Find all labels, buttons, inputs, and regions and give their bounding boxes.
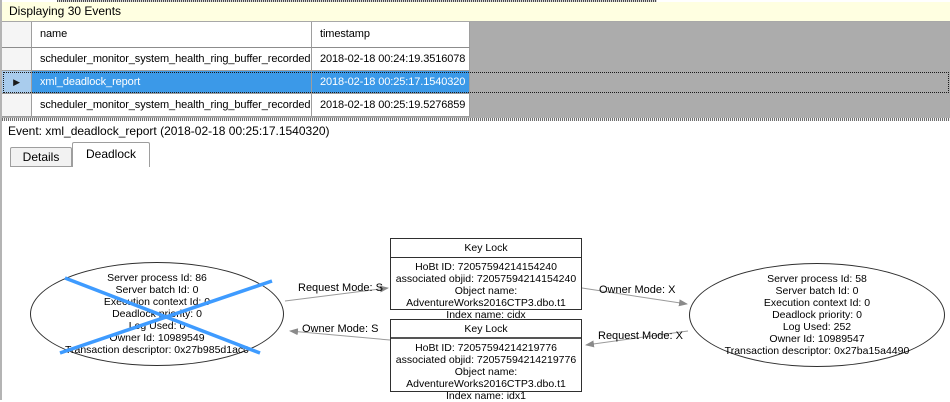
process-line: Server process Id: 86 <box>107 272 207 284</box>
event-timestamp-cell[interactable]: 2018-02-18 00:25:19.5276859 <box>312 94 470 117</box>
row-selector[interactable] <box>2 48 32 71</box>
tab-deadlock[interactable]: Deadlock <box>72 142 150 167</box>
edge-label-owner-s: Owner Mode: S <box>302 323 379 335</box>
edge-label-owner-x: Owner Mode: X <box>599 284 676 296</box>
grid-header-row: name timestamp <box>2 22 950 48</box>
process-line: Deadlock priority: 0 <box>772 309 862 321</box>
process-line: Owner Id: 10989549 <box>109 332 205 344</box>
resource-node-keylock-top: Key Lock HoBt ID: 72057594214154240 asso… <box>390 238 582 321</box>
process-node-survivor: Server process Id: 58 Server batch Id: 0… <box>689 263 945 367</box>
process-line: Log Used: 252 <box>782 321 852 333</box>
column-header-name[interactable]: name <box>32 22 312 48</box>
resource-line: HoBt ID: 72057594214154240 <box>415 261 557 273</box>
process-line: Server batch Id: 0 <box>775 285 859 297</box>
current-row-arrow-icon: ▶ <box>13 77 20 87</box>
column-header-timestamp[interactable]: timestamp <box>312 22 470 48</box>
table-row-selected[interactable]: ▶ xml_deadlock_report 2018-02-18 00:25:1… <box>2 71 950 94</box>
event-name-cell[interactable]: xml_deadlock_report <box>32 71 312 94</box>
resource-line: Object name: AdventureWorks2016CTP3.dbo.… <box>406 285 566 309</box>
row-selector[interactable] <box>2 94 32 117</box>
selected-event-title: Event: xml_deadlock_report (2018-02-18 0… <box>2 121 950 142</box>
resource-line: Index name: idx1 <box>446 390 526 402</box>
resource-node-keylock-bottom: Key Lock HoBt ID: 72057594214219776 asso… <box>390 319 582 402</box>
table-row[interactable]: scheduler_monitor_system_health_ring_buf… <box>2 94 950 117</box>
events-count-bar: Displaying 30 Events <box>2 2 950 22</box>
process-line: Server batch Id: 0 <box>115 284 199 296</box>
events-grid: name timestamp scheduler_monitor_system_… <box>2 22 950 118</box>
process-line: Log Used: 0 <box>128 320 186 332</box>
process-line: Server process Id: 58 <box>767 273 867 285</box>
process-node-victim: Server process Id: 86 Server batch Id: 0… <box>30 262 284 366</box>
process-line: Transaction descriptor: 0x27ba15a4490 <box>724 345 910 357</box>
table-row[interactable]: scheduler_monitor_system_health_ring_buf… <box>2 48 950 71</box>
resource-line: Index name: cidx <box>446 309 526 321</box>
process-line: Execution context Id: 0 <box>763 297 871 309</box>
pane-splitter[interactable] <box>2 118 950 121</box>
event-name-cell[interactable]: scheduler_monitor_system_health_ring_buf… <box>32 48 312 71</box>
process-line: Deadlock priority: 0 <box>112 308 202 320</box>
resource-line: Object name: AdventureWorks2016CTP3.dbo.… <box>406 366 566 390</box>
row-selector-current[interactable]: ▶ <box>2 71 32 94</box>
window-edge-hatch <box>57 0 657 2</box>
process-line: Execution context Id: 0 <box>103 296 211 308</box>
deadlock-graph: Server process Id: 86 Server batch Id: 0… <box>2 167 950 402</box>
tab-details[interactable]: Details <box>10 147 72 167</box>
resource-title: Key Lock <box>391 320 581 339</box>
resource-line: associated objid: 72057594214219776 <box>395 354 577 366</box>
resource-line: associated objid: 72057594214154240 <box>395 273 577 285</box>
detail-tabstrip: Details Deadlock <box>2 142 950 167</box>
event-name-cell[interactable]: scheduler_monitor_system_health_ring_buf… <box>32 94 312 117</box>
process-line: Owner Id: 10989547 <box>769 333 865 345</box>
edge-label-request-s: Request Mode: S <box>298 282 383 294</box>
edge-label-request-x: Request Mode: X <box>598 330 683 342</box>
resource-line: HoBt ID: 72057594214219776 <box>415 342 557 354</box>
resource-title: Key Lock <box>391 239 581 258</box>
event-timestamp-cell[interactable]: 2018-02-18 00:24:19.3516078 <box>312 48 470 71</box>
event-timestamp-cell[interactable]: 2018-02-18 00:25:17.1540320 <box>312 71 470 94</box>
process-line: Transaction descriptor: 0x27b985d1ac0 <box>64 344 250 356</box>
row-selector-header <box>2 22 32 48</box>
